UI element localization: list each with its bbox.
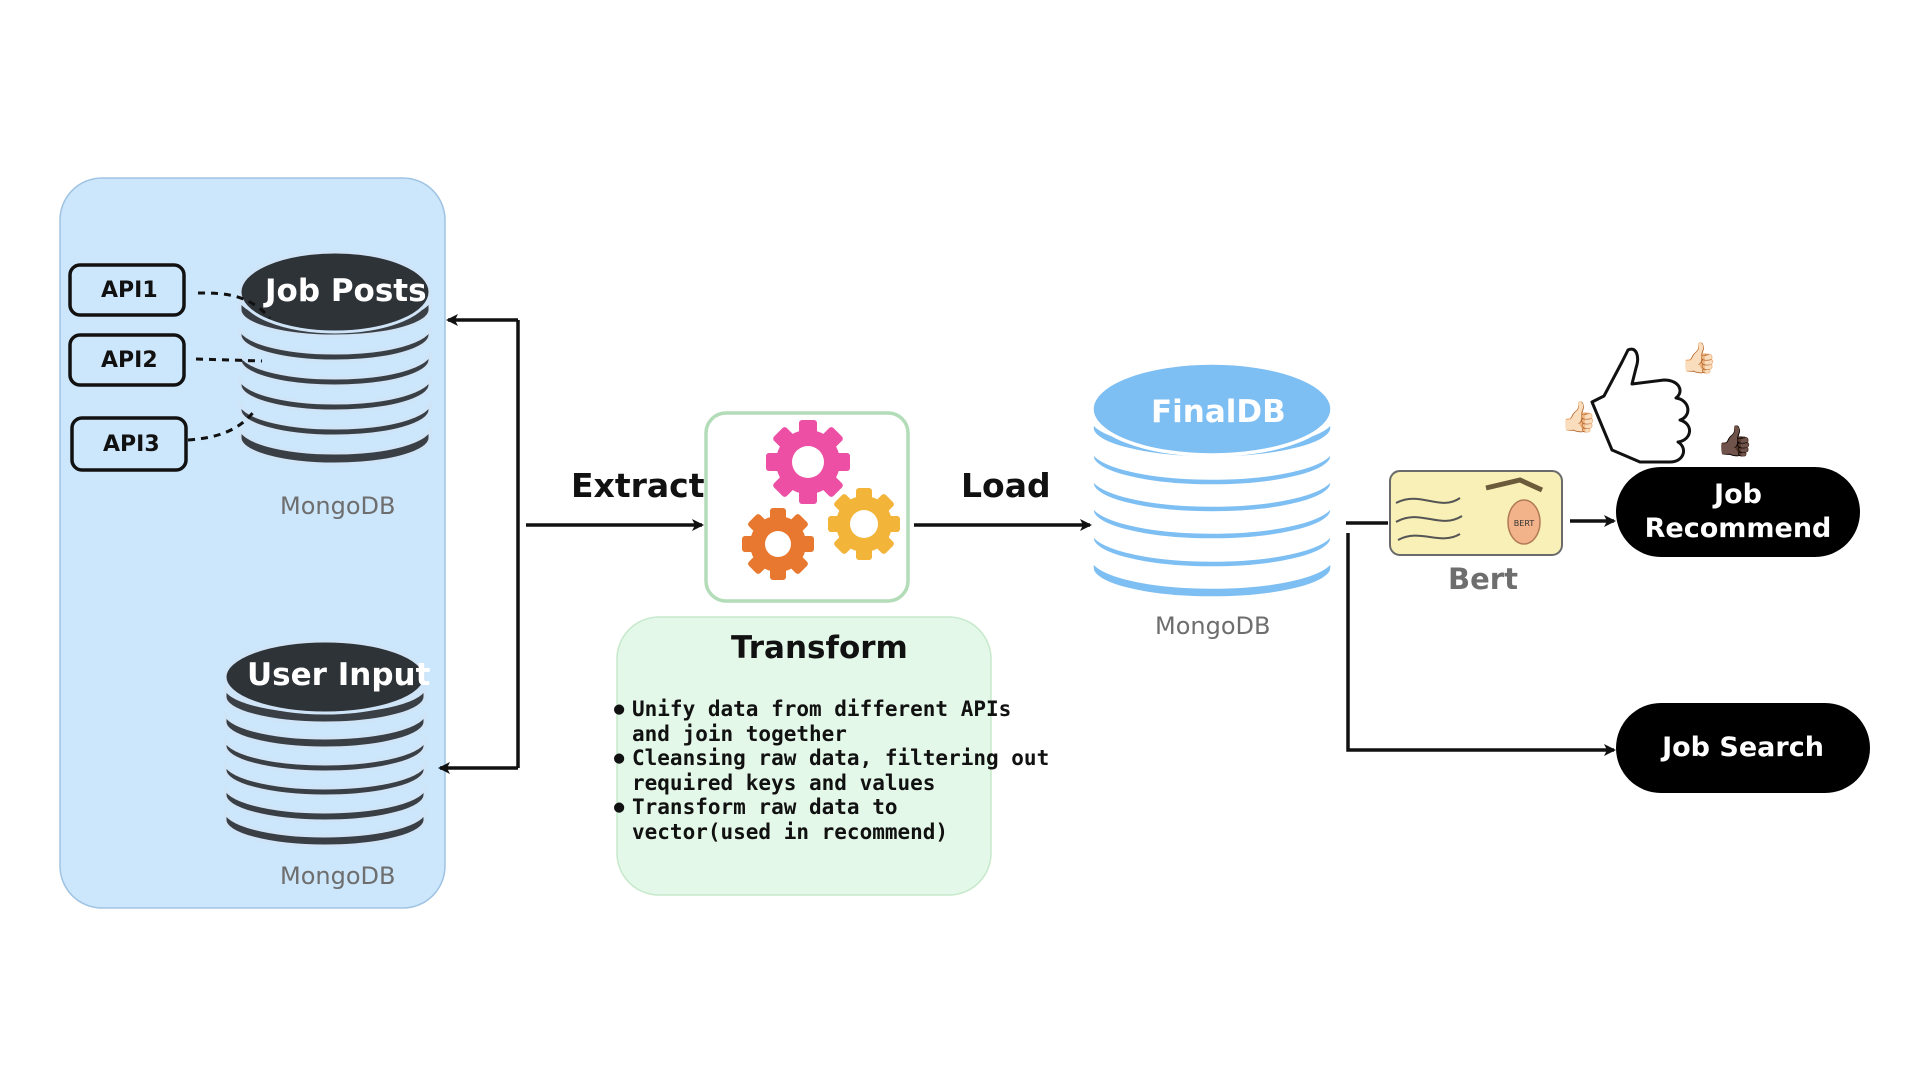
api3-label: API3 [103,432,160,457]
final-to-search-arrow [1346,533,1616,756]
bert-caption: Bert [1448,562,1518,596]
api1-box [68,263,186,317]
job-posts-caption: MongoDB [280,492,396,520]
job-recommend-pill [1616,467,1860,557]
thumbs-up-sketch-icon [1590,347,1691,464]
api1-label: API1 [101,278,158,303]
api2-box [68,333,186,387]
api3-box [70,416,188,472]
job-recommend-label: Job Recommend [1644,479,1832,544]
job-search-pill [1616,703,1870,793]
load-label: Load [961,466,1051,505]
thumbs-up-emoji-icon: 👍🏿 [1716,425,1754,458]
transform-bullet-list: Unify data from different APIs and join … [614,697,1049,844]
gear-pink-icon [766,420,850,504]
transform-title: Transform [731,630,908,666]
bert-card-icon: BERT [1389,470,1563,556]
job-posts-database-icon [238,250,432,466]
api3-connector [187,409,257,442]
extract-label: Extract [571,466,705,505]
gear-yellow-icon [828,488,900,560]
final-db-caption: MongoDB [1155,612,1271,640]
gear-orange-icon [742,508,814,580]
job-search-label: Job Search [1662,732,1824,763]
transform-bullet-2: Cleansing raw data, filtering out requir… [614,746,1049,795]
api2-label: API2 [101,348,158,373]
user-input-title: User Input [247,657,431,693]
user-input-database-icon [223,639,427,848]
api2-connector [195,357,263,363]
transform-bullet-1: Unify data from different APIs and join … [614,697,1049,746]
transform-bullet-3: Transform raw data to vector(used in rec… [614,795,1049,844]
job-posts-title: Job Posts [265,273,427,309]
bert-badge-text: BERT [1514,519,1535,528]
final-database-icon [1090,361,1334,600]
api1-connector [197,291,272,320]
final-db-title: FinalDB [1151,394,1286,430]
thumbs-up-emoji-icon: 👍🏻 [1560,401,1598,434]
thumbs-up-emoji-icon: 👍🏻 [1680,342,1718,375]
user-input-caption: MongoDB [280,862,396,890]
